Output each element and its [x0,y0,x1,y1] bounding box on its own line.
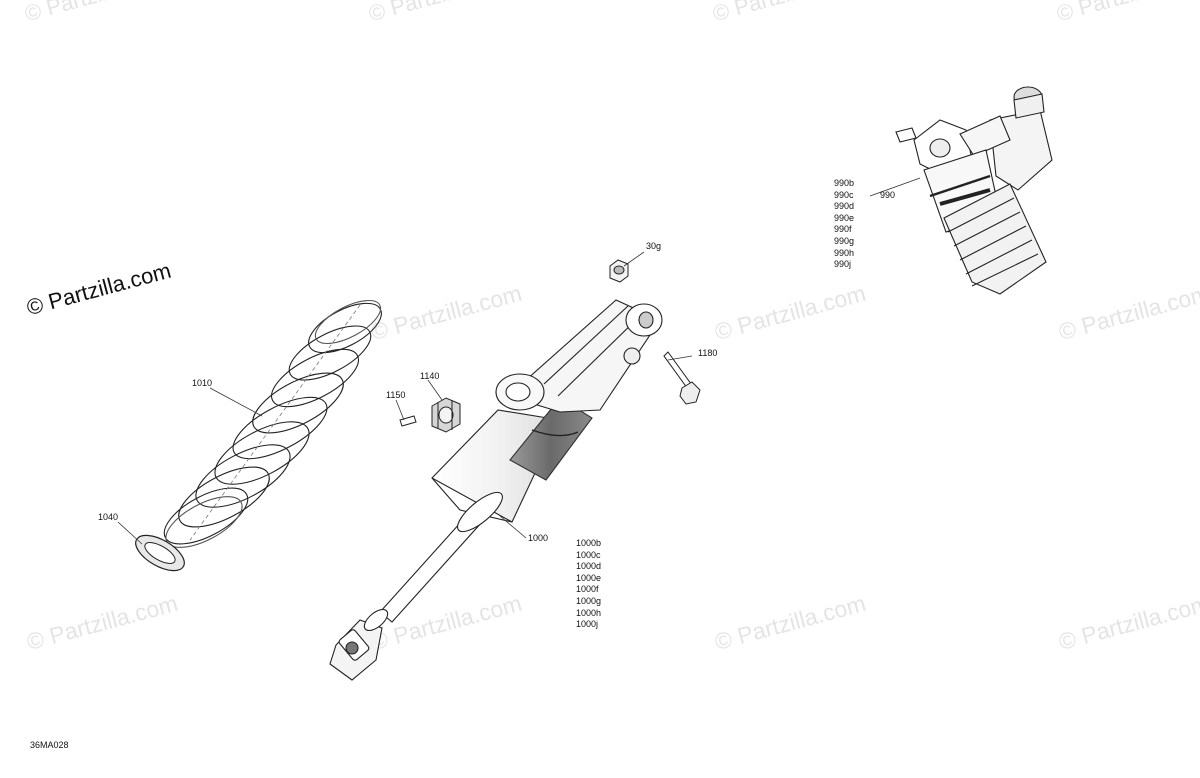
adjuster-knob-1140 [431,397,461,433]
variant-990c: 990c [834,189,854,200]
leader-lines [117,177,921,545]
callout-30g: 30g [646,241,662,251]
callout-1150: 1150 [386,390,406,400]
callout-1140: 1140 [420,371,440,381]
variant-990e: 990e [834,212,855,223]
variant-1000h: 1000h [576,607,602,618]
shock-assembly-990 [895,86,1053,295]
nut-30g [609,259,629,283]
variant-1000c: 1000c [576,549,601,560]
variant-990b: 990b [834,178,855,188]
callout-1180: 1180 [698,348,718,358]
variant-990f: 990f [834,224,852,235]
variant-1000g: 1000g [576,595,602,606]
callout-1000: 1000 [528,533,549,543]
variant-990h: 990h [834,247,855,258]
coil-spring-1010 [163,299,382,548]
callout-990: 990 [880,190,896,200]
variant-990d: 990d [834,201,855,212]
callout-1010: 1010 [192,378,213,388]
variant-1000e: 1000e [576,572,602,583]
variant-1000f: 1000f [576,584,599,595]
figure-code: 36MA028 [30,740,69,750]
variant-1000j: 1000j [576,619,599,630]
screw-1150 [399,415,417,427]
variant-1000d: 1000d [576,561,602,572]
callout-1040: 1040 [98,512,119,522]
variant-990g: 990g [834,235,855,246]
variant-list-990: 990b 990c 990d 990e 990f 990g 990h 990j [834,178,854,271]
shock-absorber-1000 [329,299,663,681]
variant-list-1000: 1000b 1000c 1000d 1000e 1000f 1000g 1000… [576,538,601,631]
variant-1000b: 1000b [576,538,602,548]
variant-990j: 990j [834,259,852,270]
spring-retainer-1040 [135,534,185,572]
bolt-1180 [663,351,701,405]
